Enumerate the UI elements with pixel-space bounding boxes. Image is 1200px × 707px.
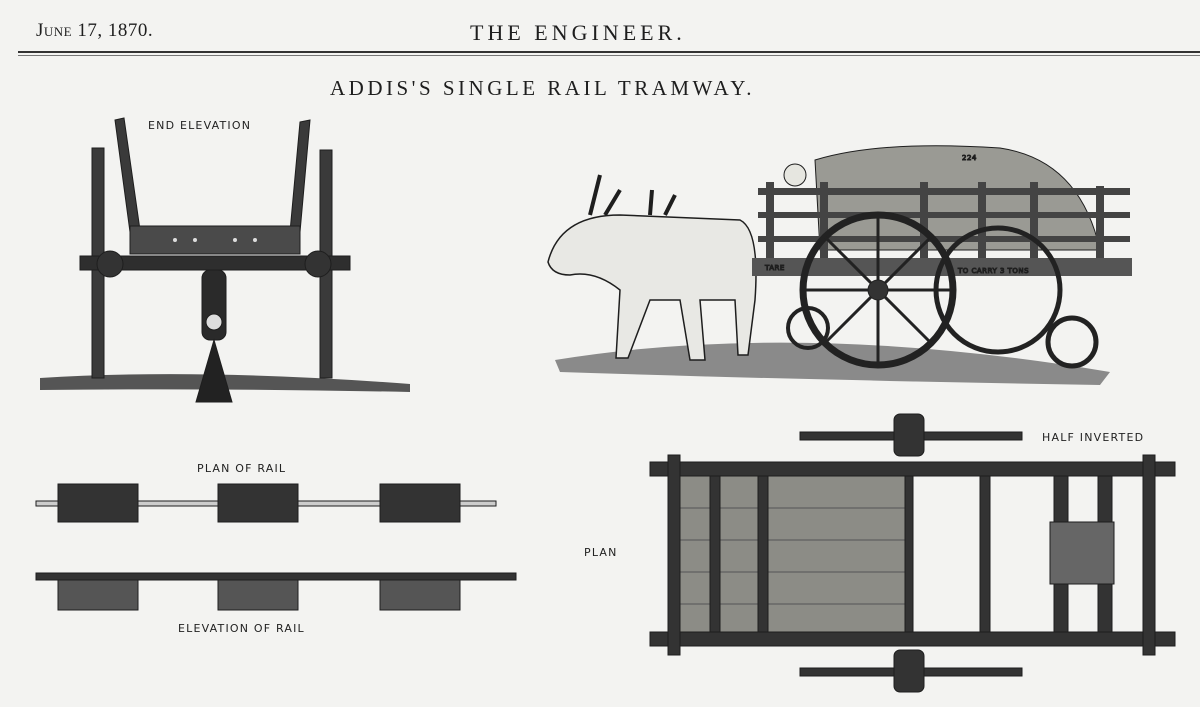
header-rule: [18, 51, 1200, 53]
label-elevation-of-rail: ELEVATION OF RAIL: [178, 622, 305, 635]
cart-tare-lettering: TARE: [764, 264, 785, 272]
publication-title: THE ENGINEER.: [470, 20, 686, 45]
label-end-elevation: END ELEVATION: [148, 119, 252, 132]
header-rule-thin: [18, 55, 1200, 56]
label-half-inverted: HALF INVERTED: [1042, 431, 1145, 444]
half-inverted-plan-drawing: [649, 413, 1176, 693]
sack-number: 224: [962, 154, 977, 162]
end-elevation-drawing: [40, 117, 410, 403]
plan-of-rail-drawing: [35, 483, 497, 523]
oxen-cart-engraving: TARE TO CARRY 3 TONS 224: [547, 145, 1132, 385]
label-plan-of-rail: PLAN OF RAIL: [197, 462, 287, 475]
issue-date: June 17, 1870.: [36, 20, 154, 41]
elevation-of-rail-drawing: [35, 572, 517, 611]
article-title: ADDIS'S SINGLE RAIL TRAMWAY.: [330, 76, 755, 100]
cart-capacity-lettering: TO CARRY 3 TONS: [957, 267, 1029, 275]
label-plan: PLAN: [584, 546, 618, 559]
